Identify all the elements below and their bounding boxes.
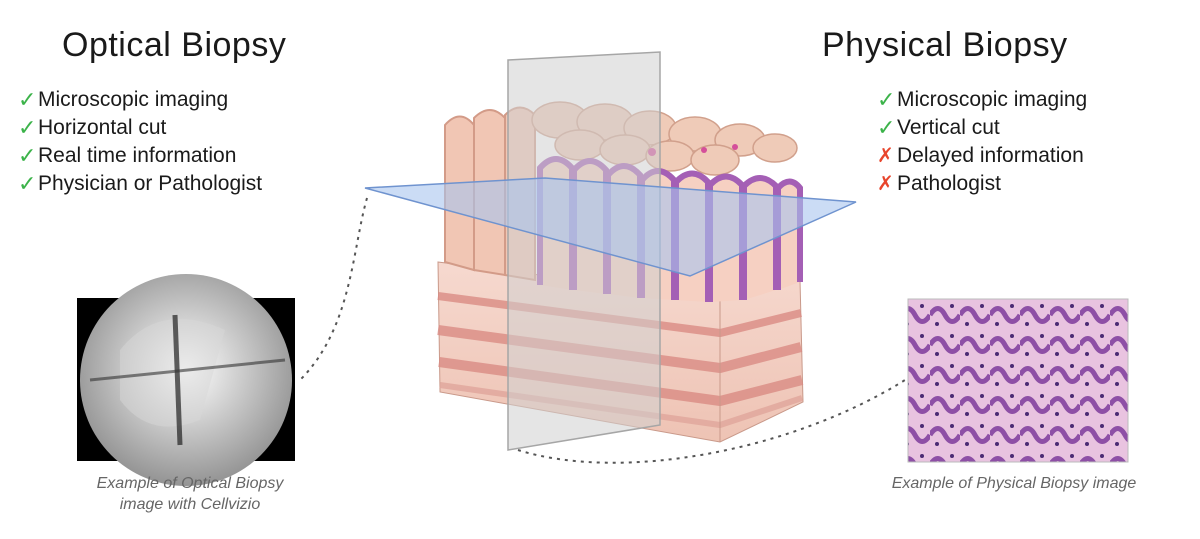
physical-biopsy-title: Physical Biopsy	[822, 26, 1068, 64]
physical-biopsy-image	[907, 298, 1129, 463]
caption-line: Example of Optical Biopsy	[96, 475, 284, 492]
optical-criterion: ✓Microscopic imaging	[18, 86, 262, 114]
physical-image-caption: Example of Physical Biopsy image	[891, 475, 1137, 492]
vertical-cut-plane	[507, 51, 661, 451]
criterion-label: Horizontal cut	[38, 116, 167, 139]
caption-line: image with Cellvizio	[119, 496, 261, 513]
check-icon: ✓	[877, 115, 896, 140]
check-icon: ✓	[18, 87, 37, 112]
criterion-label: Physician or Pathologist	[38, 172, 263, 195]
physical-criterion: ✓Vertical cut	[877, 114, 1087, 142]
optical-criteria-list: ✓Microscopic imaging ✓Horizontal cut ✓Re…	[18, 86, 262, 198]
cross-icon: ✗	[877, 173, 894, 195]
check-icon: ✓	[18, 143, 37, 168]
criterion-label: Microscopic imaging	[38, 88, 229, 111]
physical-criteria-list: ✓Microscopic imaging ✓Vertical cut ✗Dela…	[877, 86, 1087, 198]
criterion-label: Vertical cut	[897, 116, 1000, 139]
criterion-label: Microscopic imaging	[897, 88, 1088, 111]
check-icon: ✓	[18, 171, 37, 196]
criterion-label: Pathologist	[897, 172, 1001, 195]
check-icon: ✓	[18, 115, 37, 140]
optical-biopsy-image	[77, 274, 295, 486]
optical-biopsy-title: Optical Biopsy	[62, 26, 287, 64]
criterion-label: Real time information	[38, 144, 237, 167]
cross-icon: ✗	[877, 145, 894, 167]
optical-criterion: ✓Real time information	[18, 142, 262, 170]
physical-criterion: ✓Microscopic imaging	[877, 86, 1087, 114]
optical-connector-line	[297, 197, 368, 383]
physical-criterion: ✗Pathologist	[877, 170, 1087, 198]
optical-criterion: ✓Physician or Pathologist	[18, 170, 262, 198]
physical-criterion: ✗Delayed information	[877, 142, 1087, 170]
check-icon: ✓	[877, 87, 896, 112]
horizontal-cut-plane	[364, 177, 857, 277]
criterion-label: Delayed information	[897, 144, 1084, 167]
optical-image-caption: Example of Optical Biopsy image with Cel…	[46, 473, 334, 515]
optical-criterion: ✓Horizontal cut	[18, 114, 262, 142]
